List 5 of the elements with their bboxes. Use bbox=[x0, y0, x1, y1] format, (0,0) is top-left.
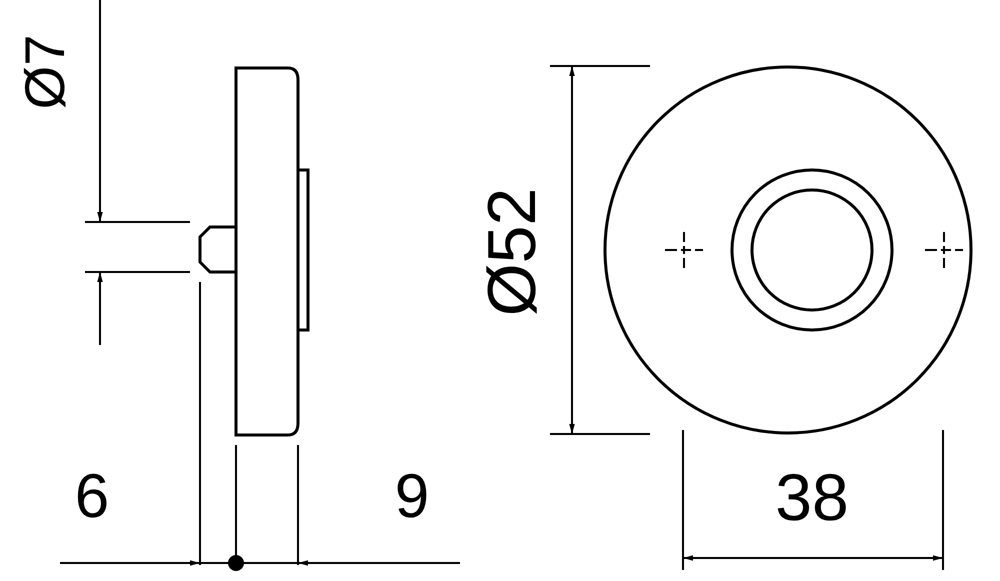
dimension-label: 9 bbox=[394, 466, 430, 528]
dimension-label: Ø52 bbox=[478, 188, 546, 316]
dimension-label: 6 bbox=[74, 466, 110, 528]
dimension-label: Ø7 bbox=[17, 34, 73, 110]
dimension-label: 38 bbox=[775, 464, 849, 530]
